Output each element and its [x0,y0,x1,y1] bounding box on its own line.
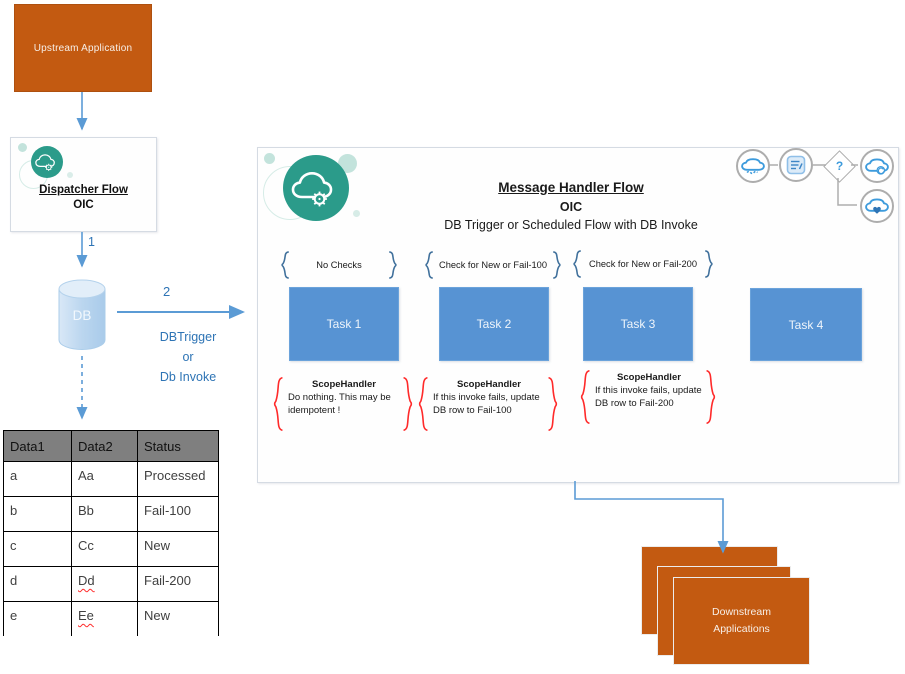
table-row: a Aa Processed [3,461,219,497]
cell-data2: Dd [71,566,138,602]
deco-dot [353,210,360,217]
check-label: Check for New or Fail-200 [589,259,697,269]
deco-dot [67,172,73,178]
cell-status: Fail-200 [137,566,219,602]
cloud-sync-icon [860,149,894,183]
cell-status: Fail-100 [137,496,219,532]
deco-dot [338,154,357,173]
task-label: Task 4 [788,317,824,332]
table-header-status: Status [137,430,219,462]
question-mark: ? [835,159,844,173]
scope-handler-title: ScopeHandler [617,372,681,383]
db-trigger-label-line1: DBTrigger [159,330,217,344]
table-row: d Dd Fail-200 [3,566,219,602]
check-group-1: No Checks [279,250,399,280]
cell-data2: Cc [71,531,138,567]
cell-data2: Ee [71,601,138,636]
step-1-label: 1 [88,235,95,249]
left-brace-icon [271,375,284,433]
table-header-row: Data1 Data2 Status [3,430,219,462]
step-2-label: 2 [163,284,171,299]
status-table: Data1 Data2 Status a Aa Processed b Bb F… [3,430,219,636]
handler-description: DB Trigger or Scheduled Flow with DB Inv… [444,217,698,232]
task-2-box: Task 2 [439,287,549,361]
cell-data2: Aa [71,461,138,497]
cell-status: New [137,601,219,636]
cell-status: Processed [137,461,219,497]
task-label: Task 3 [620,317,656,331]
cell-data1: b [3,496,72,532]
scope-handler-group-2: ScopeHandler If this invoke fails, updat… [416,375,560,433]
deco-dot [264,153,275,164]
left-brace-icon [578,368,591,426]
scope-handler-group-1: ScopeHandler Do nothing. This may be ide… [271,375,415,433]
upstream-application-box: Upstream Application [14,4,152,92]
left-brace-icon [416,375,429,433]
document-notes-icon [779,148,813,182]
scope-handler-body: If this invoke fails, update DB row to F… [595,385,702,409]
scope-handler-body: If this invoke fails, update DB row to F… [433,392,540,416]
oic-cloud-gear-icon [283,155,349,221]
scope-handler-body: Do nothing. This may be idempotent ! [288,392,391,416]
right-brace-icon [704,249,715,279]
check-label: Check for New or Fail-100 [439,260,547,270]
downstream-box-front: Downstream Applications [673,577,810,665]
task-1-box: Task 1 [289,287,399,361]
right-brace-icon [705,368,718,426]
dispatcher-flow-subtitle: OIC [73,199,94,211]
db-trigger-label-line2: or [182,350,194,364]
cloud-dashed-icon [736,149,770,183]
check-group-2: Check for New or Fail-100 [423,250,563,280]
table-row: b Bb Fail-100 [3,496,219,532]
table-header-data2: Data2 [71,430,138,462]
cloud-heart-icon [860,189,894,223]
task-4-box: Task 4 [750,288,862,361]
check-group-3: Check for New or Fail-200 [571,249,715,279]
task-label: Task 2 [476,317,512,331]
cell-status: New [137,531,219,567]
left-brace-icon [571,249,582,279]
upstream-application-label: Upstream Application [33,42,133,54]
downstream-label: Downstream Applications [712,606,771,635]
task-3-box: Task 3 [583,287,693,361]
right-brace-icon [552,250,563,280]
dispatcher-flow-title: Dispatcher Flow [39,184,128,196]
handler-title: Message Handler Flow [498,180,644,195]
right-brace-icon [547,375,560,433]
cell-data2: Bb [71,496,138,532]
left-brace-icon [279,250,290,280]
cell-data1: e [3,601,72,636]
arrow-handler-to-downstream [574,481,729,554]
table-row: c Cc New [3,531,219,567]
scope-handler-title: ScopeHandler [312,379,376,390]
right-brace-icon [402,375,415,433]
db-trigger-label-line3: Db Invoke [159,370,217,384]
task-label: Task 1 [326,317,362,331]
check-label: No Checks [316,260,362,270]
deco-dot [18,143,27,152]
cell-data1: c [3,531,72,567]
oic-cloud-gear-icon [31,146,63,178]
table-row: e Ee New [3,601,219,636]
scope-handler-title: ScopeHandler [457,379,521,390]
left-brace-icon [423,250,434,280]
message-handler-flow-box: Message Handler Flow OIC DB Trigger or S… [257,147,899,483]
cell-data1: a [3,461,72,497]
right-brace-icon [388,250,399,280]
db-label: DB [72,308,92,323]
scope-handler-group-3: ScopeHandler If this invoke fails, updat… [578,368,718,426]
cell-data1: d [3,566,72,602]
dispatcher-flow-box: Dispatcher Flow OIC [10,137,157,232]
db-cylinder-icon [58,279,106,350]
handler-subtitle: OIC [559,199,583,214]
table-header-data1: Data1 [3,430,72,462]
